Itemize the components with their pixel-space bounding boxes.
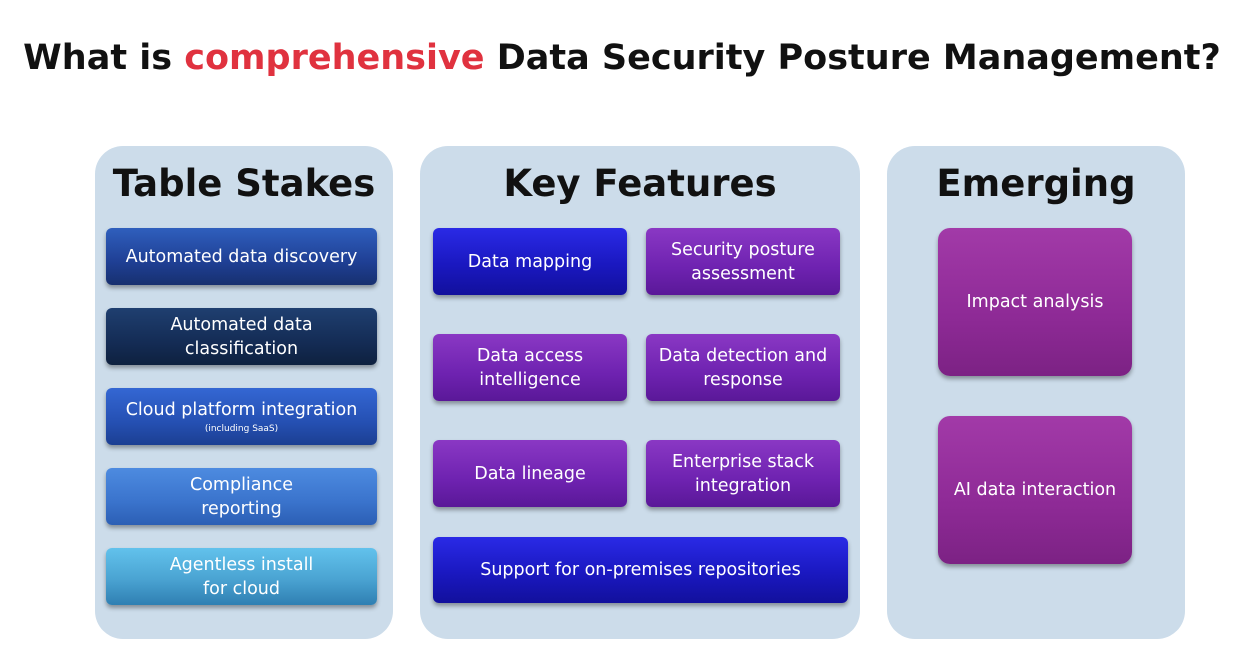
emerging-panel: Emerging Impact analysis AI data interac…	[887, 146, 1185, 639]
box-label: AI data interaction	[953, 480, 1117, 500]
cloud-platform-integration-box: Cloud platform integration (including Sa…	[106, 388, 377, 445]
box-label: Data detection and response	[658, 345, 828, 390]
box-label: Data access intelligence	[476, 345, 584, 390]
title-prefix: What is	[23, 38, 173, 78]
box-label: Impact analysis	[966, 292, 1104, 312]
box-label: Cloud platform integration	[125, 400, 358, 420]
box-label: Automated data classification	[170, 314, 313, 359]
table-stakes-panel: Table Stakes Automated data discovery Au…	[95, 146, 393, 639]
data-access-intelligence-box: Data access intelligence	[433, 334, 627, 401]
box-label: Security posture assessment	[671, 239, 815, 284]
key-features-heading: Key Features	[503, 162, 777, 205]
title-highlight: comprehensive	[184, 38, 485, 78]
data-lineage-box: Data lineage	[433, 440, 627, 507]
box-label: Data mapping	[467, 251, 593, 272]
table-stakes-heading: Table Stakes	[112, 162, 376, 205]
box-label: Enterprise stack integration	[671, 451, 815, 496]
ai-data-interaction-box: AI data interaction	[938, 416, 1132, 564]
key-features-panel: Key Features Data mapping Security postu…	[420, 146, 860, 639]
box-label: Support for on-premises repositories	[480, 560, 801, 580]
impact-analysis-box: Impact analysis	[938, 228, 1132, 376]
page-title: What is comprehensive Data Security Post…	[0, 38, 1244, 78]
compliance-reporting-box: Compliance reporting	[106, 468, 377, 525]
automated-data-classification-box: Automated data classification	[106, 308, 377, 365]
box-label: Automated data discovery	[125, 246, 358, 267]
agentless-install-box: Agentless install for cloud	[106, 548, 377, 605]
data-mapping-box: Data mapping	[433, 228, 627, 295]
box-label: Compliance reporting	[189, 474, 293, 519]
box-label: Agentless install for cloud	[169, 554, 314, 599]
box-label: Data lineage	[474, 463, 586, 484]
security-posture-assessment-box: Security posture assessment	[646, 228, 840, 295]
emerging-heading: Emerging	[936, 162, 1136, 205]
box-sublabel: (including SaaS)	[204, 424, 279, 434]
data-detection-response-box: Data detection and response	[646, 334, 840, 401]
title-suffix: Data Security Posture Management?	[496, 38, 1221, 78]
enterprise-stack-integration-box: Enterprise stack integration	[646, 440, 840, 507]
on-premises-repositories-box: Support for on-premises repositories	[433, 537, 848, 603]
automated-data-discovery-box: Automated data discovery	[106, 228, 377, 285]
